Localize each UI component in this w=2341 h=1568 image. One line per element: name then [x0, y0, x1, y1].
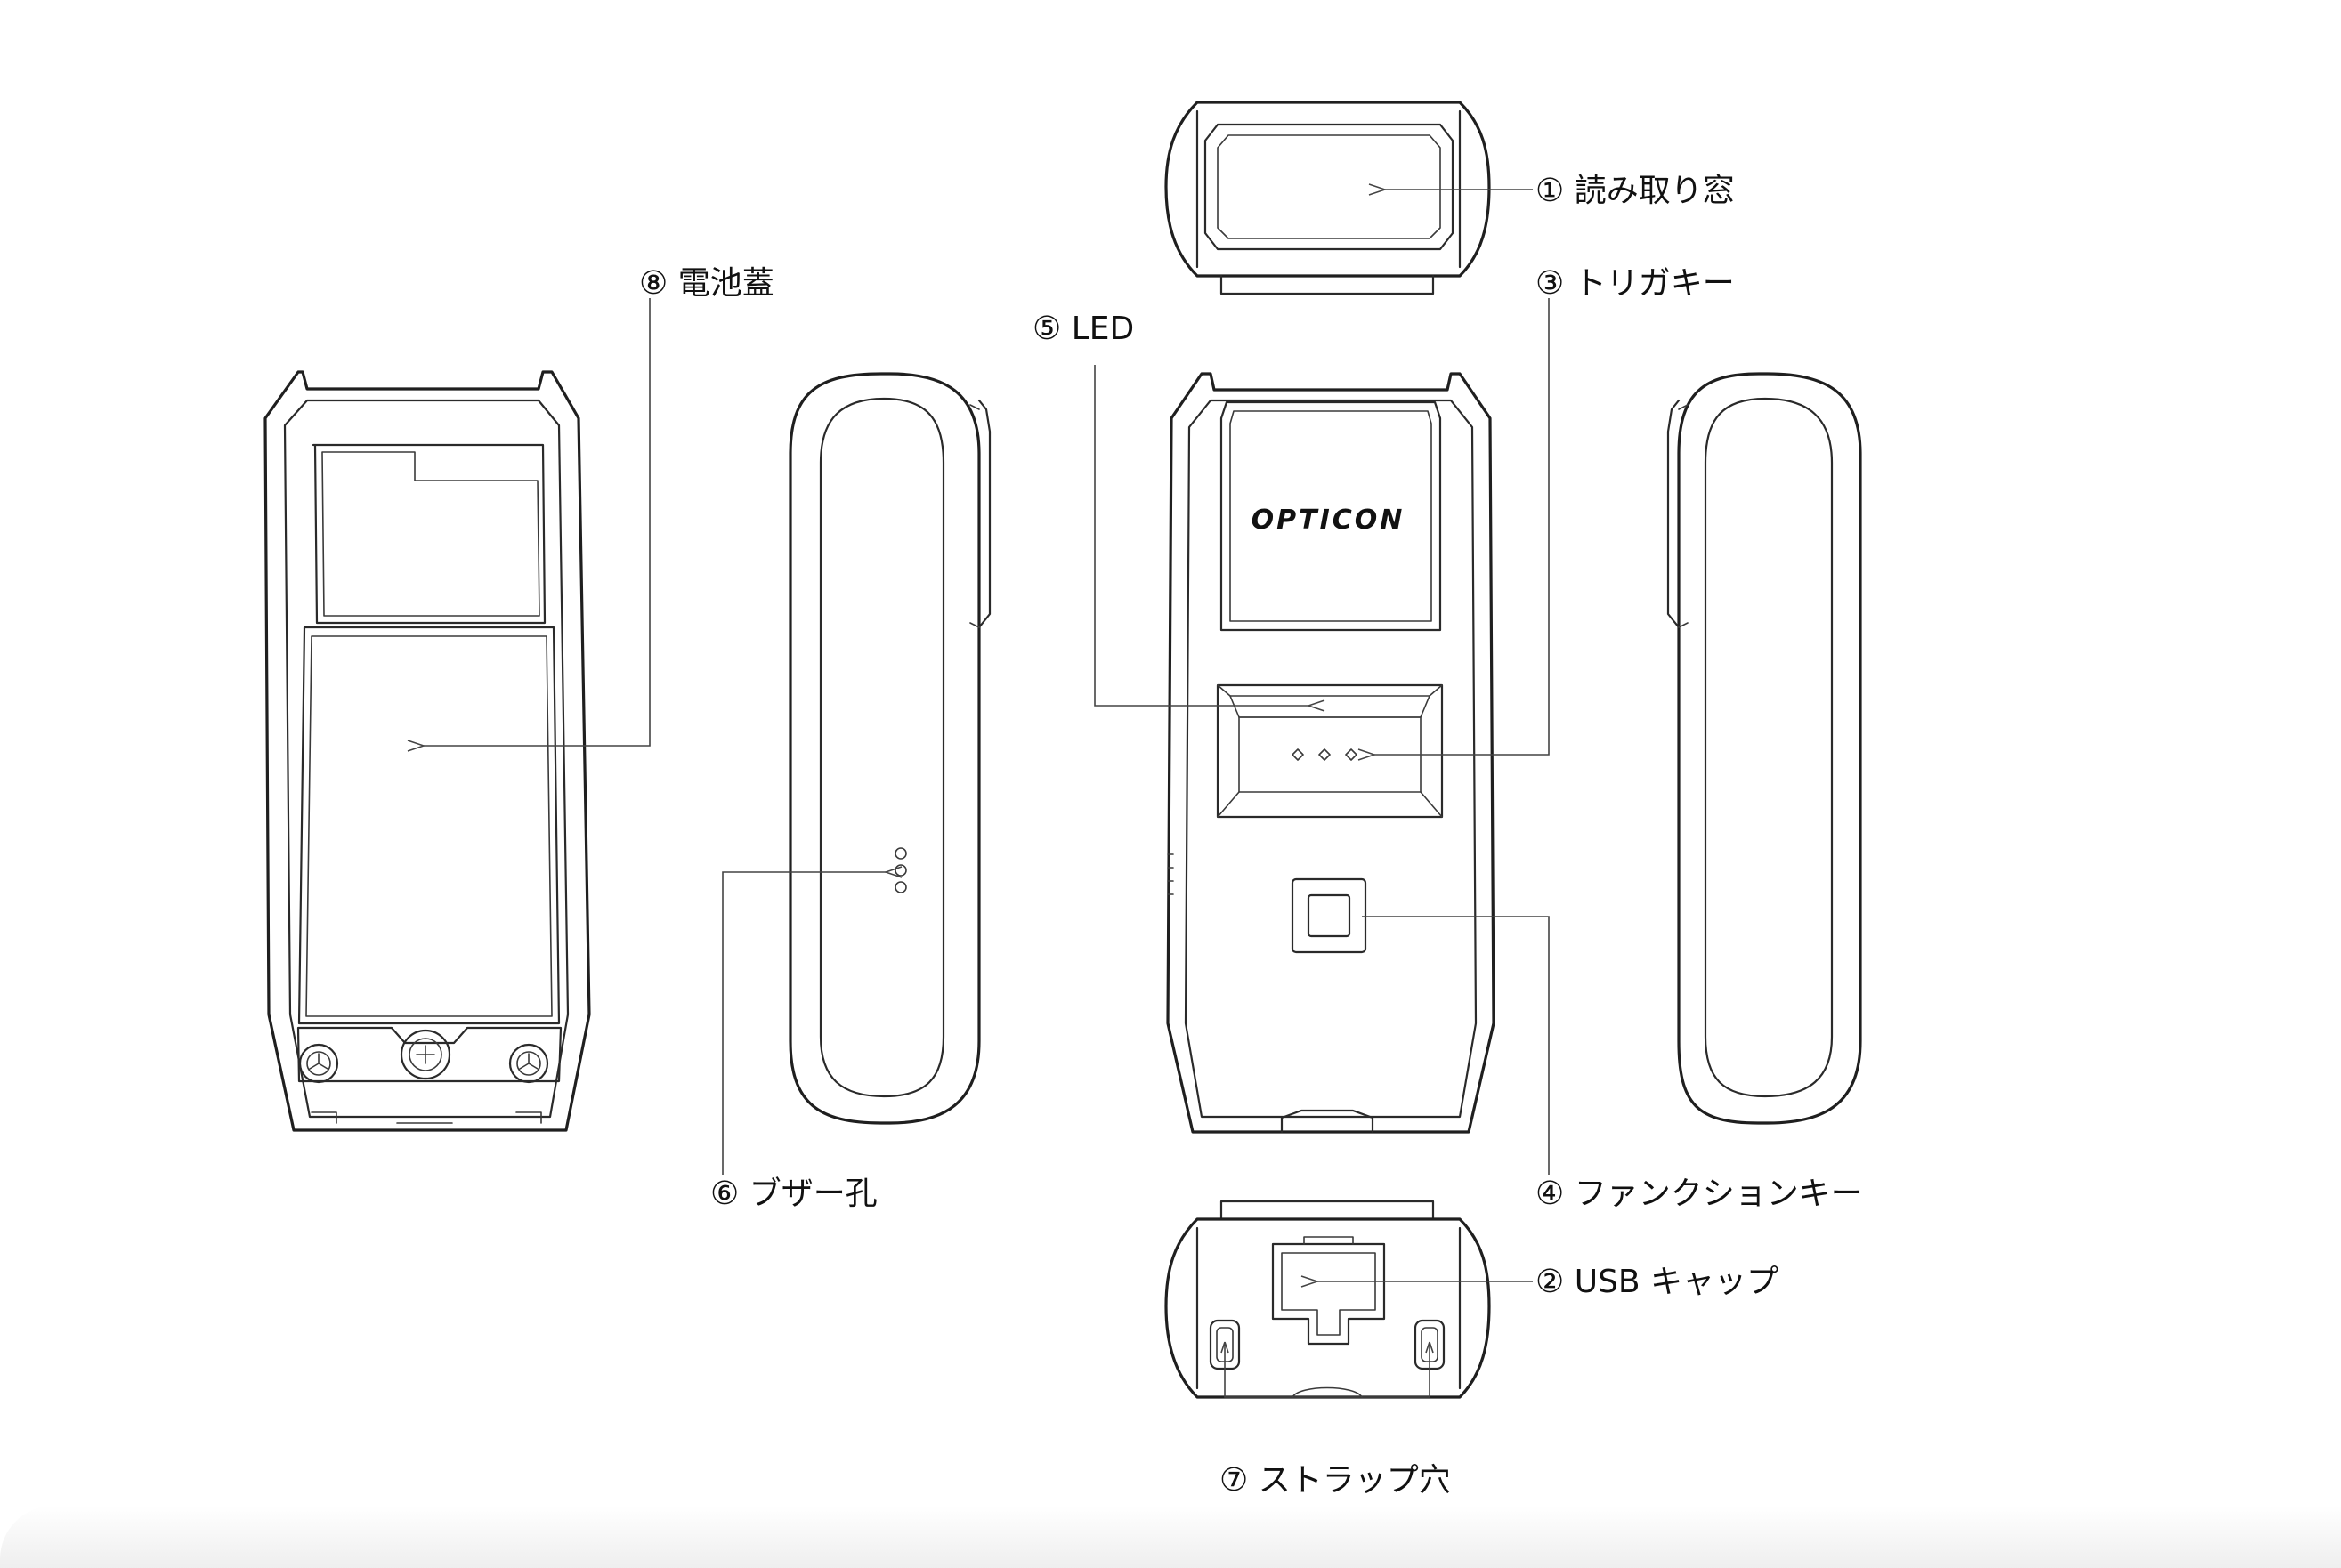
- leader-buzzer-hole: [722, 872, 886, 1175]
- front-view-inner-rim: [1184, 399, 1478, 1119]
- bottom-view-outer: [1164, 1217, 1491, 1399]
- side-view-right-inner: [1704, 397, 1834, 1098]
- screw-center: [400, 1029, 451, 1080]
- side-view-left-outer: [789, 372, 981, 1125]
- top-view: [1164, 101, 1491, 295]
- bottom-shadow: [0, 1506, 2341, 1568]
- callout-buzzer-hole: ⑥ ブザー孔: [710, 1176, 878, 1212]
- back-view: [263, 370, 591, 1132]
- read-window: [1203, 123, 1454, 251]
- buzzer-hole: [895, 847, 907, 893]
- side-view-left-inner: [819, 397, 945, 1098]
- leader-led: [1094, 365, 1308, 706]
- leader-function-key: [1362, 916, 1550, 1175]
- battery-cover: [297, 626, 561, 1025]
- function-key[interactable]: [1291, 877, 1367, 954]
- callout-usb-cap: ② USB キャップ: [1535, 1264, 1778, 1300]
- front-view-logo-panel: [1219, 400, 1442, 632]
- leader-trigger-key: [1374, 298, 1550, 755]
- side-view-right: [1666, 372, 1862, 1125]
- leader-lines: [424, 190, 1550, 1398]
- callout-battery-cover: ⑧ 電池蓋: [639, 265, 774, 302]
- trigger-key[interactable]: [1216, 683, 1444, 819]
- screw-left: [298, 1043, 339, 1084]
- leader-strap-hole: [1224, 1344, 1430, 1398]
- bottom-view: [1164, 1200, 1491, 1399]
- back-view-inner-rim: [283, 399, 570, 1119]
- back-view-label-recess: [312, 443, 547, 625]
- screw-right: [508, 1043, 549, 1084]
- callout-led: ⑤ LED: [1033, 311, 1134, 347]
- side-view-left: [789, 372, 992, 1125]
- brand-logo: OPTICON: [1252, 505, 1405, 536]
- leader-battery-cover: [424, 298, 651, 746]
- callout-function-key: ④ ファンクションキー: [1535, 1176, 1863, 1212]
- front-view: OPTICON: [1166, 372, 1495, 1134]
- top-view-outer: [1164, 101, 1491, 278]
- usb-cap: [1271, 1236, 1386, 1346]
- callout-trigger-key: ③ トリガキー: [1535, 265, 1735, 302]
- front-view-outer: [1166, 372, 1495, 1134]
- side-view-right-outer: [1677, 372, 1862, 1125]
- back-view-outer-shell: [263, 370, 591, 1132]
- callout-read-window: ① 読み取り窓: [1535, 173, 1735, 209]
- led-indicators: [1292, 748, 1357, 761]
- callout-labels: ① 読み取り窓 ③ トリガキー ⑤ LED ⑧ 電池蓋 ⑥ ブザー孔 ④ ファン…: [639, 173, 1863, 1499]
- callout-strap-hole: ⑦ ストラップ穴: [1219, 1462, 1451, 1499]
